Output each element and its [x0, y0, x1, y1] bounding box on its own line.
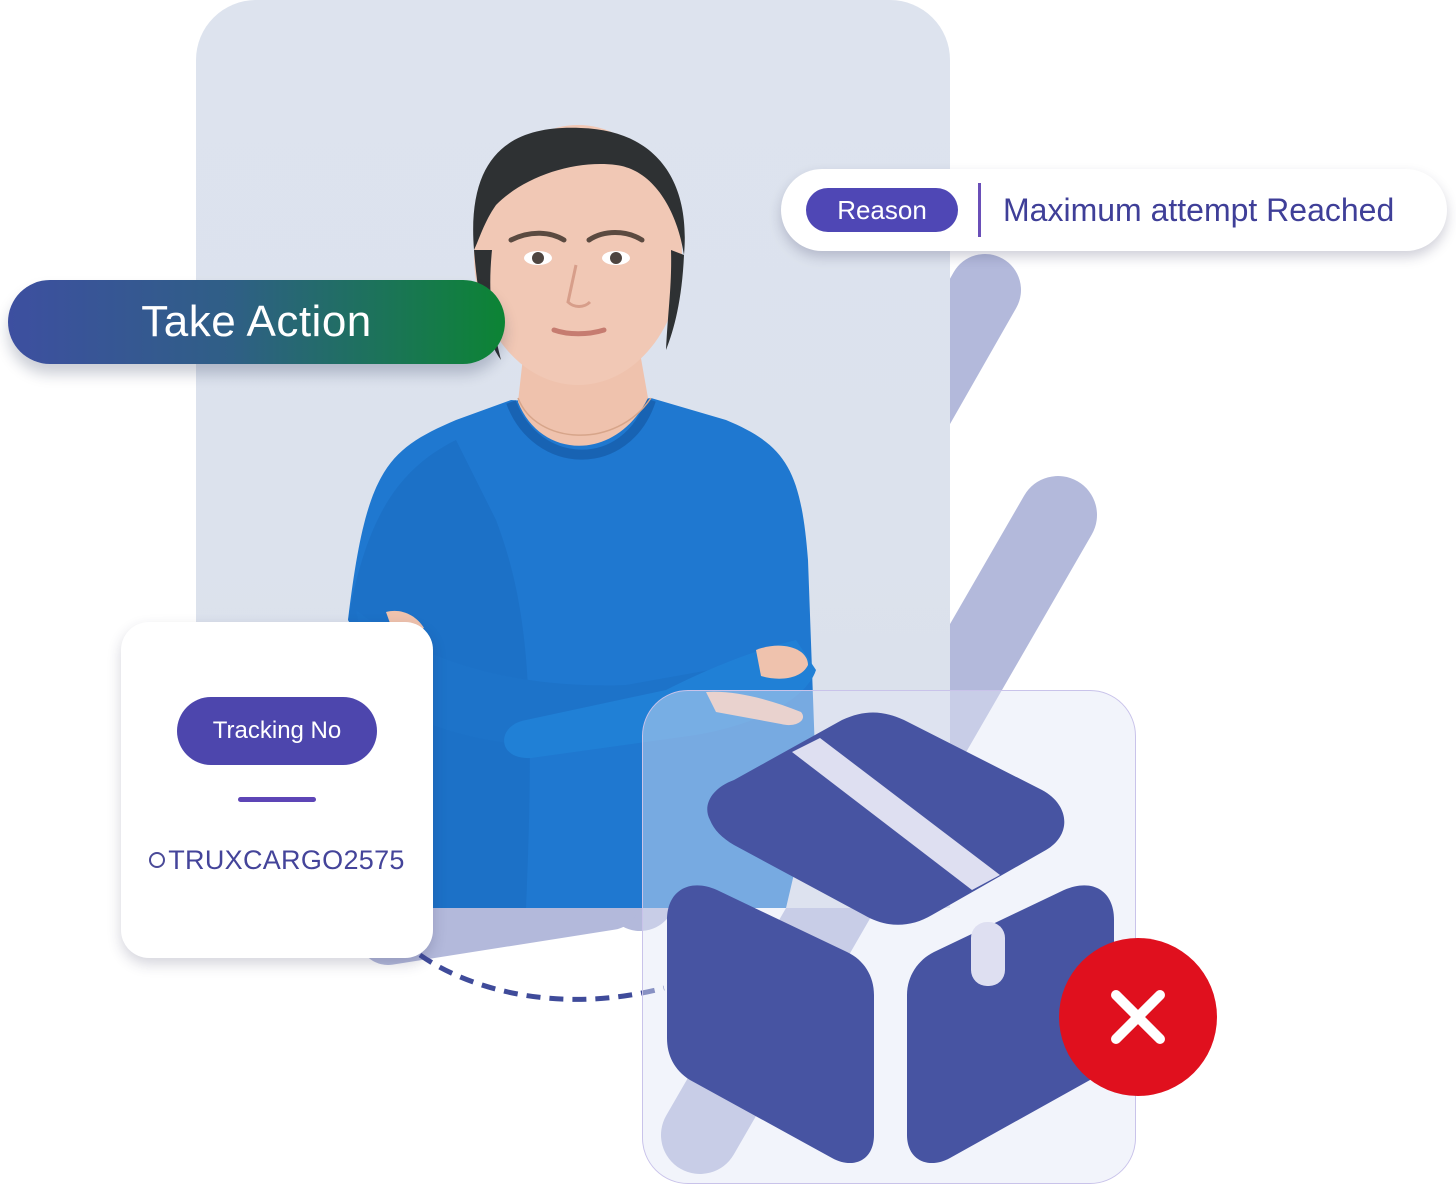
reason-badge: Reason [806, 188, 958, 232]
photo-card [196, 0, 950, 908]
package-box-icon [667, 712, 1114, 1164]
reason-divider [978, 183, 981, 237]
tracking-card: Tracking No TRUXCARGO2575 [121, 622, 433, 958]
close-x-icon [1111, 990, 1165, 1044]
bullet-icon [149, 852, 166, 868]
reason-pill: Reason Maximum attempt Reached [781, 169, 1447, 251]
reason-text: Maximum attempt Reached [1003, 191, 1395, 228]
tracking-badge-label: Tracking No [212, 717, 342, 744]
take-action-label: Take Action [141, 297, 372, 346]
tracking-badge: Tracking No [177, 697, 377, 765]
person-photo [348, 125, 816, 908]
take-action-button[interactable]: Take Action [8, 280, 505, 364]
tracking-value-row: TRUXCARGO2575 [121, 838, 433, 882]
reason-badge-label: Reason [837, 194, 927, 225]
tracking-number: TRUXCARGO2575 [168, 844, 405, 875]
error-badge [1059, 938, 1217, 1096]
tracking-divider [238, 797, 316, 802]
